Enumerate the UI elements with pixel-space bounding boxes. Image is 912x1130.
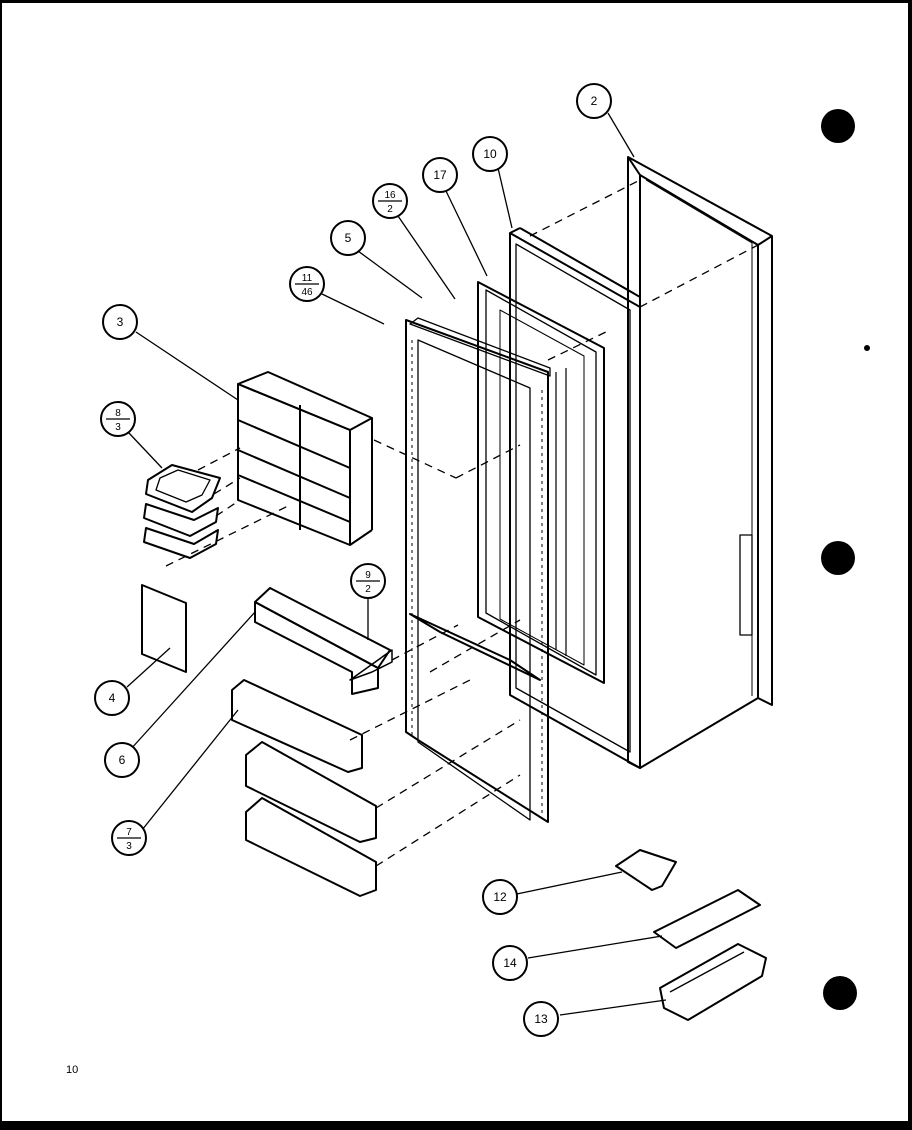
small-tray (615, 849, 677, 891)
binder-hole-bottom (823, 976, 857, 1010)
svg-text:9: 9 (365, 570, 371, 581)
callout-17: 17 (422, 157, 458, 193)
svg-text:14: 14 (503, 956, 517, 970)
callout-10: 10 (472, 136, 508, 172)
svg-text:3: 3 (115, 422, 121, 433)
callout-8-3: 8 3 (100, 401, 136, 437)
stacked-containers (143, 464, 221, 559)
binder-hole-middle (821, 541, 855, 575)
svg-text:3: 3 (126, 841, 132, 852)
svg-text:6: 6 (119, 753, 126, 767)
door-bin-middle (245, 741, 377, 843)
door-gasket (477, 281, 605, 684)
svg-text:5: 5 (345, 231, 352, 245)
binder-hole-top (821, 109, 855, 143)
svg-text:46: 46 (301, 287, 313, 298)
speck (864, 345, 870, 351)
callout-16-2: 16 2 (372, 183, 408, 219)
bucket-lid (653, 889, 761, 949)
callout-11-46: 11 46 (289, 266, 325, 302)
svg-text:4: 4 (109, 691, 116, 705)
svg-text:13: 13 (534, 1012, 548, 1026)
door-liner (509, 227, 641, 769)
callout-9-2: 9 2 (350, 563, 386, 599)
callout-14: 14 (492, 945, 528, 981)
svg-text:8: 8 (115, 408, 121, 419)
svg-text:17: 17 (433, 168, 447, 182)
ice-bucket (659, 943, 767, 1021)
callout-3: 3 (102, 304, 138, 340)
svg-text:2: 2 (387, 204, 393, 215)
svg-text:3: 3 (117, 315, 124, 329)
door-bin-small (254, 587, 393, 695)
door-bin-lower (245, 797, 377, 897)
callout-5: 5 (330, 220, 366, 256)
cover-panel (141, 584, 187, 673)
svg-text:2: 2 (365, 584, 371, 595)
callout-6: 6 (104, 742, 140, 778)
svg-text:11: 11 (302, 273, 313, 284)
callout-7-3: 7 3 (111, 820, 147, 856)
inner-door-frame (405, 317, 551, 823)
callout-13: 13 (523, 1001, 559, 1037)
ice-bucket-housing (237, 371, 373, 546)
callout-4: 4 (94, 680, 130, 716)
alignment-lines (165, 179, 759, 867)
callout-2: 2 (576, 83, 612, 119)
svg-text:16: 16 (384, 190, 396, 201)
leader-lines (126, 112, 667, 1016)
door-bin-upper (231, 679, 363, 773)
svg-text:12: 12 (493, 890, 507, 904)
svg-text:10: 10 (483, 147, 497, 161)
callout-12: 12 (482, 879, 518, 915)
page-number: 10 (66, 1064, 78, 1076)
svg-text:7: 7 (126, 827, 132, 838)
svg-text:2: 2 (591, 94, 598, 108)
